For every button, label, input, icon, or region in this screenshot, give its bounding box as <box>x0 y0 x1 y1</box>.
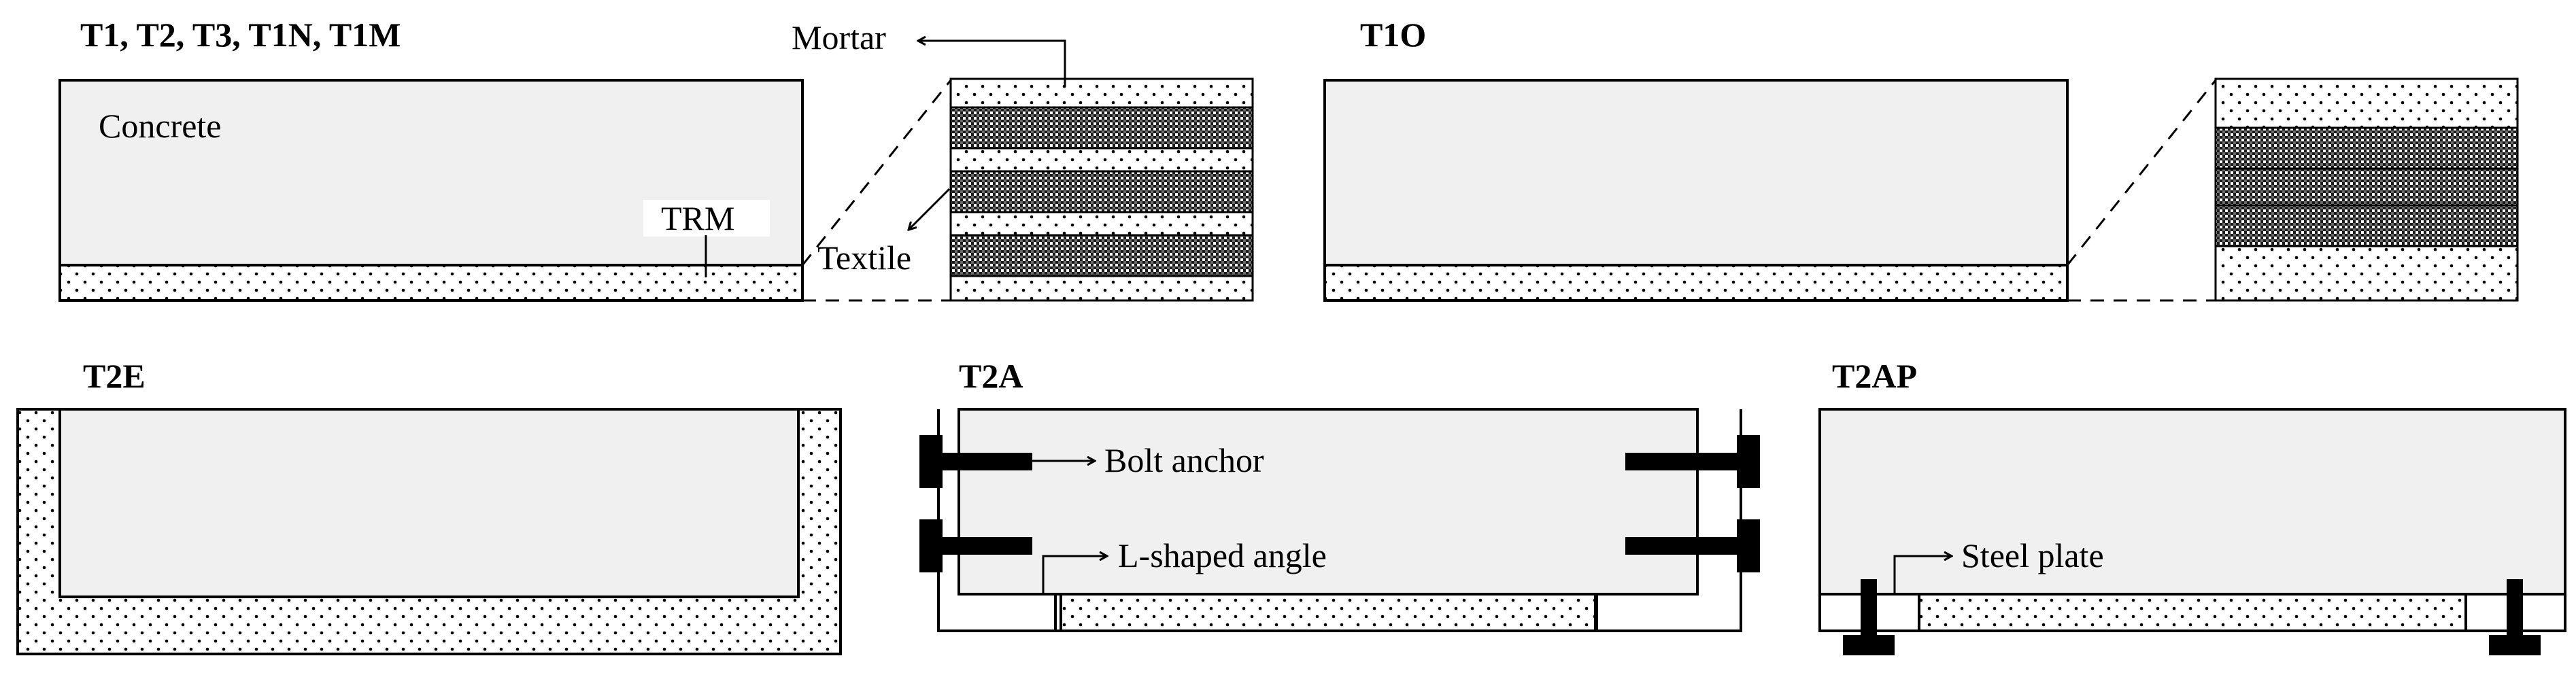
mortar-layer <box>949 211 1254 237</box>
steel-plate-label: Steel plate <box>1961 536 2104 574</box>
trm-layer <box>1818 593 2566 632</box>
textile-layer <box>2214 204 2519 247</box>
bolt-anchor-shank <box>941 537 1032 555</box>
bolt-anchor-shank <box>941 453 1032 470</box>
textile-layer <box>2214 167 2519 207</box>
panel-t2ap: T2AP Steel plate <box>1818 357 2566 655</box>
panel-title-t2a: T2A <box>959 357 1023 395</box>
bolt-anchor-head <box>1737 519 1760 572</box>
trm-layer <box>1323 264 2069 302</box>
panel-title-t2ap: T2AP <box>1832 357 1917 395</box>
steel-plate-arrow <box>1893 556 1952 593</box>
panel-t2e: T2E <box>16 357 842 655</box>
bolt-anchor-head <box>1737 435 1760 488</box>
bolt-anchor-head <box>919 519 943 572</box>
l-shaped-angle-label: L-shaped angle <box>1118 536 1327 574</box>
panel-title-t1o: T1O <box>1360 16 1426 54</box>
textile-layer <box>2214 126 2519 170</box>
zoom-line-top <box>2066 80 2217 266</box>
textile-arrow <box>909 188 951 230</box>
trm-label: TRM <box>661 199 734 237</box>
concrete-label: Concrete <box>99 107 221 145</box>
trm-label-box <box>643 200 770 237</box>
concrete-beam <box>58 408 800 598</box>
trm-detail-stack <box>2214 77 2519 302</box>
bolt-anchor-shank <box>1625 537 1738 555</box>
trm-detail-stack <box>949 77 1254 302</box>
bolt-anchor-head <box>2489 635 2541 655</box>
panel-t1o: T1O <box>1323 16 2519 302</box>
panel-t1-group: T1, T2, T3, T1N, T1M Concrete TRM Mortar… <box>58 16 1254 302</box>
bolt-anchor-head <box>919 435 943 488</box>
bolt-anchor-head <box>1843 635 1895 655</box>
panel-t2a: T2A Bolt anchor L-shaped angle <box>919 357 1760 632</box>
mortar-layer <box>2214 245 2519 302</box>
textile-layer <box>949 170 1254 213</box>
panel-title-t2e: T2E <box>83 357 146 395</box>
textile-layer <box>949 234 1254 277</box>
l-shaped-angle-arrow <box>1042 556 1107 593</box>
mortar-arrow <box>918 41 1066 87</box>
mortar-layer <box>2214 77 2519 129</box>
bolt-anchor-label: Bolt anchor <box>1104 441 1264 479</box>
panel-title-t1-group: T1, T2, T3, T1N, T1M <box>80 16 401 54</box>
textile-label: Textile <box>817 239 911 277</box>
textile-layer <box>949 106 1254 150</box>
concrete-beam <box>1323 79 2069 266</box>
zoom-line-top <box>801 80 952 266</box>
trm-layer <box>58 264 804 302</box>
mortar-label: Mortar <box>792 18 886 56</box>
bolt-anchor-shank <box>1625 453 1738 470</box>
mortar-layer <box>949 147 1254 173</box>
concrete-beam <box>957 408 1699 596</box>
mortar-layer <box>949 275 1254 302</box>
concrete-beam <box>1818 408 2566 596</box>
mortar-layer <box>949 77 1254 109</box>
trm-layer <box>1060 593 1597 632</box>
